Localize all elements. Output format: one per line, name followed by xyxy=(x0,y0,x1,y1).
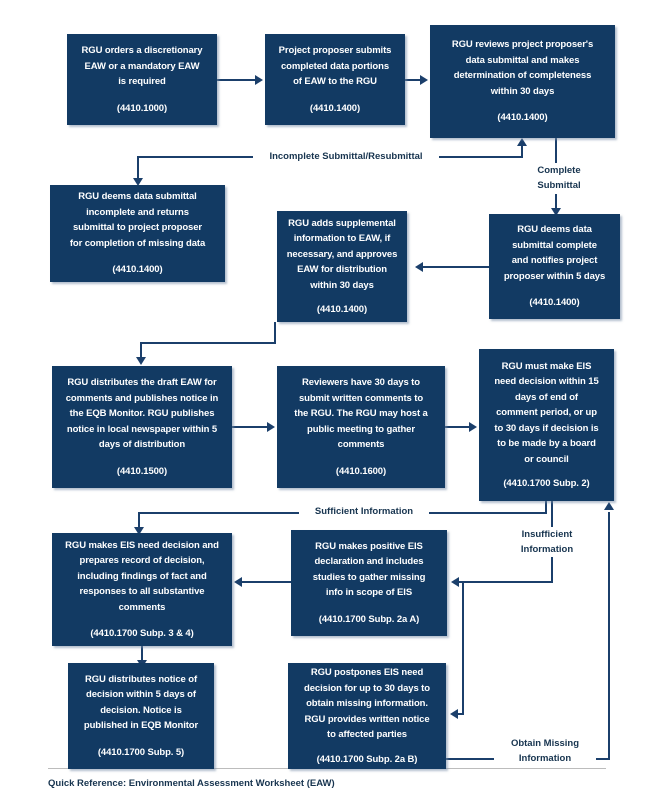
connector-incomplete-riser xyxy=(521,145,523,158)
node-code: (4410.1700 Subp. 2a A) xyxy=(318,613,420,625)
arrowhead-obtain-into-eis-decision xyxy=(604,502,614,510)
arrowhead-insufficient-into-positive-eis xyxy=(451,577,459,587)
node-code: (4410.1700 Subp. 2) xyxy=(503,478,590,489)
footer-caption: Quick Reference: Environmental Assessmen… xyxy=(48,778,335,789)
node-body: RGU deems data submittal incomplete and … xyxy=(69,191,206,249)
node-body: RGU adds supplemental information to EAW… xyxy=(286,217,398,291)
edge-label-obtain-missing-information: Obtain Missing Information xyxy=(494,736,596,766)
connector-order-to-proposer xyxy=(217,79,257,81)
arrowhead-into-distributes-draft xyxy=(136,357,146,365)
connector-supplemental-drop xyxy=(274,322,276,344)
node-proposer-submits[interactable]: Project proposer submits completed data … xyxy=(265,34,405,125)
node-code: (4410.1000) xyxy=(116,102,168,114)
node-code: (4410.1400) xyxy=(112,264,163,276)
arrowhead-complete-to-supplemental xyxy=(415,262,423,272)
node-body: RGU must make EIS need decision within 1… xyxy=(494,360,599,465)
arrowhead-positive-to-record xyxy=(234,577,242,587)
node-code: (4410.1500) xyxy=(116,465,168,477)
edge-label-complete-submittal: Complete Submittal xyxy=(526,163,592,193)
node-order-eaw[interactable]: RGU orders a discretionary EAW or a mand… xyxy=(67,34,217,125)
arrowhead-order-to-proposer xyxy=(255,75,263,85)
connector-to-postpones-drop xyxy=(462,581,464,714)
node-code: (4410.1400) xyxy=(316,304,368,315)
node-code: (4410.1600) xyxy=(335,465,387,477)
arrowhead-incomplete-into-deems xyxy=(133,178,143,186)
node-body: RGU reviews project proposer's data subm… xyxy=(451,39,594,97)
node-body: RGU postpones EIS need decision for up t… xyxy=(304,667,430,740)
connector-proposer-to-reviews xyxy=(405,79,422,81)
arrowhead-complete-into-deems-complete xyxy=(551,208,561,216)
node-body: RGU distributes the draft EAW for commen… xyxy=(65,377,219,450)
node-code: (4410.1400) xyxy=(309,102,361,114)
connector-record-to-notice xyxy=(141,646,143,663)
node-body: Project proposer submits completed data … xyxy=(278,45,392,87)
connector-complete-to-supplemental xyxy=(423,266,491,268)
node-body: RGU orders a discretionary EAW or a mand… xyxy=(81,45,203,87)
node-distributes-draft[interactable]: RGU distributes the draft EAW for commen… xyxy=(52,366,232,488)
node-eis-need-decision[interactable]: RGU must make EIS need decision within 1… xyxy=(479,349,614,501)
arrowhead-incomplete-into-reviews xyxy=(517,138,527,146)
node-deems-incomplete[interactable]: RGU deems data submittal incomplete and … xyxy=(50,185,225,282)
connector-positive-to-record xyxy=(242,581,293,583)
node-rgu-reviews[interactable]: RGU reviews project proposer's data subm… xyxy=(430,25,615,138)
node-distributes-notice[interactable]: RGU distributes notice of decision withi… xyxy=(68,663,214,769)
edge-label-sufficient-information: Sufficient Information xyxy=(299,504,429,519)
connector-complete-upper xyxy=(555,138,557,164)
edge-label-insufficient-information: Insufficient Information xyxy=(506,527,588,557)
connector-obtain-horizontal-right xyxy=(588,758,610,760)
node-body: RGU deems data submittal complete and no… xyxy=(503,224,606,282)
connector-complete-lower xyxy=(555,194,557,211)
connector-to-postpones-horizontal xyxy=(458,713,464,715)
connector-reviewers-to-eis xyxy=(445,426,471,428)
connector-insufficient-horizontal xyxy=(459,581,553,583)
node-code: (4410.1400) xyxy=(529,297,580,309)
connector-incomplete-drop xyxy=(137,156,139,180)
node-postpones-eis[interactable]: RGU postpones EIS need decision for up t… xyxy=(288,663,446,769)
node-reviewers-comment[interactable]: Reviewers have 30 days to submit written… xyxy=(277,366,445,488)
connector-distributes-to-reviewers xyxy=(232,426,269,428)
node-positive-eis[interactable]: RGU makes positive EIS declaration and i… xyxy=(291,530,447,636)
node-body: RGU distributes notice of decision withi… xyxy=(83,673,199,732)
arrowhead-distributes-to-reviewers xyxy=(267,422,275,432)
node-code: (4410.1400) xyxy=(497,112,548,124)
node-deems-complete[interactable]: RGU deems data submittal complete and no… xyxy=(489,214,620,319)
node-adds-supplemental[interactable]: RGU adds supplemental information to EAW… xyxy=(277,211,407,322)
node-body: Reviewers have 30 days to submit written… xyxy=(294,377,428,450)
connector-supplemental-horizontal xyxy=(140,342,276,344)
node-body: RGU makes positive EIS declaration and i… xyxy=(312,540,426,599)
connector-supplemental-to-distributes xyxy=(140,342,142,360)
edge-label-incomplete-submittal: Incomplete Submittal/Resubmittal xyxy=(253,149,439,164)
connector-sufficient-into-record xyxy=(138,512,140,529)
node-body: RGU makes EIS need decision and prepares… xyxy=(65,539,219,613)
arrowhead-sufficient-into-record xyxy=(134,527,144,535)
arrowhead-into-postpones-eis xyxy=(450,709,458,719)
connector-sufficient-drop xyxy=(545,501,547,514)
arrowhead-proposer-to-reviews xyxy=(420,75,428,85)
node-code: (4410.1700 Subp. 2a B) xyxy=(316,753,418,765)
node-code: (4410.1700 Subp. 5) xyxy=(97,746,185,758)
node-makes-eis-record[interactable]: RGU makes EIS need decision and prepares… xyxy=(52,533,232,646)
arrowhead-reviewers-to-eis xyxy=(469,422,477,432)
connector-obtain-horizontal-left xyxy=(446,758,512,760)
node-code: (4410.1700 Subp. 3 & 4) xyxy=(90,628,194,639)
connector-obtain-riser xyxy=(608,512,610,760)
